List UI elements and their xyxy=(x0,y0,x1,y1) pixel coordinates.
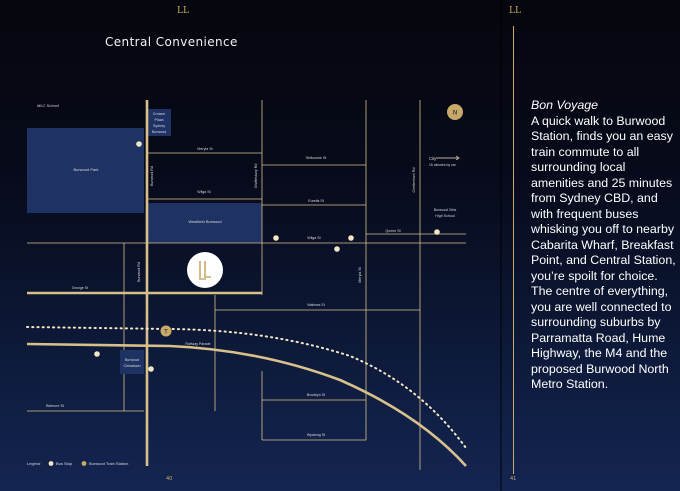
brand-logo-left: LL xyxy=(177,6,189,16)
label-burwood-park: Burwood Park xyxy=(73,167,98,172)
legend-train-station-icon xyxy=(81,461,87,466)
body-copy: Bon Voyage A quick walk to Burwood Stati… xyxy=(531,98,680,393)
label-burwood-rd-2: Burwood Rd xyxy=(137,262,141,282)
label-girls-high: High School xyxy=(435,214,455,218)
label-belmore-st: Belmore St xyxy=(46,404,64,408)
city-arrow-head xyxy=(455,155,460,161)
label-crowne-plaza: Plaza xyxy=(155,118,164,122)
chinatown-block xyxy=(120,350,144,374)
label-crowne-plaza: Burwood xyxy=(152,130,166,134)
copy-heading: Bon Voyage xyxy=(531,98,599,112)
spread-gutter xyxy=(500,0,502,491)
page-title: Central Convenience xyxy=(105,35,238,49)
label-crowne-plaza: Crowne xyxy=(153,112,165,116)
north-arrow-icon xyxy=(447,104,463,120)
legend-bus-stop: Bus Stop xyxy=(56,461,73,466)
legend-bus-stop-icon xyxy=(48,461,54,466)
development-logo-icon xyxy=(199,261,211,280)
label-burwood-rd: Burwood Rd xyxy=(150,166,154,186)
label-crowne-plaza: Sydney xyxy=(153,124,165,128)
label-selbourne-st: Selbourne St xyxy=(306,156,327,160)
bus-stop-icon xyxy=(434,229,440,235)
label-george-st: George St xyxy=(72,286,88,290)
legend-title: Legend xyxy=(27,461,40,466)
westfield-block xyxy=(148,203,262,243)
label-shaftesbury-rd: Shaftesbury Rd xyxy=(254,164,258,189)
bus-stop-icon xyxy=(148,366,154,372)
label-cheltenham-rd: Cheltenham Rd xyxy=(412,168,416,193)
label-walmea-st: Walmea St xyxy=(307,303,324,307)
bus-stop-icon xyxy=(94,351,100,357)
train-station-icon xyxy=(160,325,172,337)
crowne-plaza-block xyxy=(148,109,171,136)
label-girls-high: Burwood Girls xyxy=(434,208,457,212)
label-railway-parade: Railway Parade xyxy=(185,342,210,346)
label-city: City xyxy=(429,156,437,161)
bus-stop-icon xyxy=(136,141,142,147)
label-wyalong-st: Wyalong St xyxy=(307,433,325,437)
bus-stop-icon xyxy=(334,246,340,252)
label-meryla-st-2: Meryla St xyxy=(358,267,362,282)
label-city-time: 15 minutes by car xyxy=(429,163,457,167)
minor-streets xyxy=(27,100,466,470)
label-queen-st: Queen St xyxy=(385,229,400,233)
label-mlc-school: MLC School xyxy=(37,103,59,108)
area-map: T N MLC School Burwood Park Crowne Plaza… xyxy=(26,100,467,470)
label-wilga-st-2: Wilga St xyxy=(307,236,320,240)
label-eurella-st: Eurella St xyxy=(308,199,324,203)
label-chinatown: Burwood xyxy=(125,358,139,362)
page-number-left: 40 xyxy=(166,476,173,482)
brand-logo-right: LL xyxy=(509,6,521,16)
copy-body: A quick walk to Burwood Station, finds y… xyxy=(531,113,676,392)
page-number-right: 41 xyxy=(510,476,517,482)
label-wilga-st: Wilga St xyxy=(197,190,210,194)
railway-parade-line xyxy=(26,342,467,467)
bus-stops xyxy=(94,141,440,372)
north-label: N xyxy=(453,110,458,117)
legend-train-station: Burwood Train Station xyxy=(89,461,128,466)
burwood-park-block xyxy=(27,128,144,213)
label-chinatown: Chinatown xyxy=(124,364,141,368)
label-brooklyn-st: Brooklyn St xyxy=(307,393,325,397)
bus-stop-icon xyxy=(273,235,279,241)
gold-rule xyxy=(513,26,514,474)
label-westfield: Westfield Burwood xyxy=(188,219,221,224)
bus-stop-icon xyxy=(348,235,354,241)
label-meryla-st: Meryla St xyxy=(197,147,212,151)
train-station-glyph: T xyxy=(163,329,168,336)
